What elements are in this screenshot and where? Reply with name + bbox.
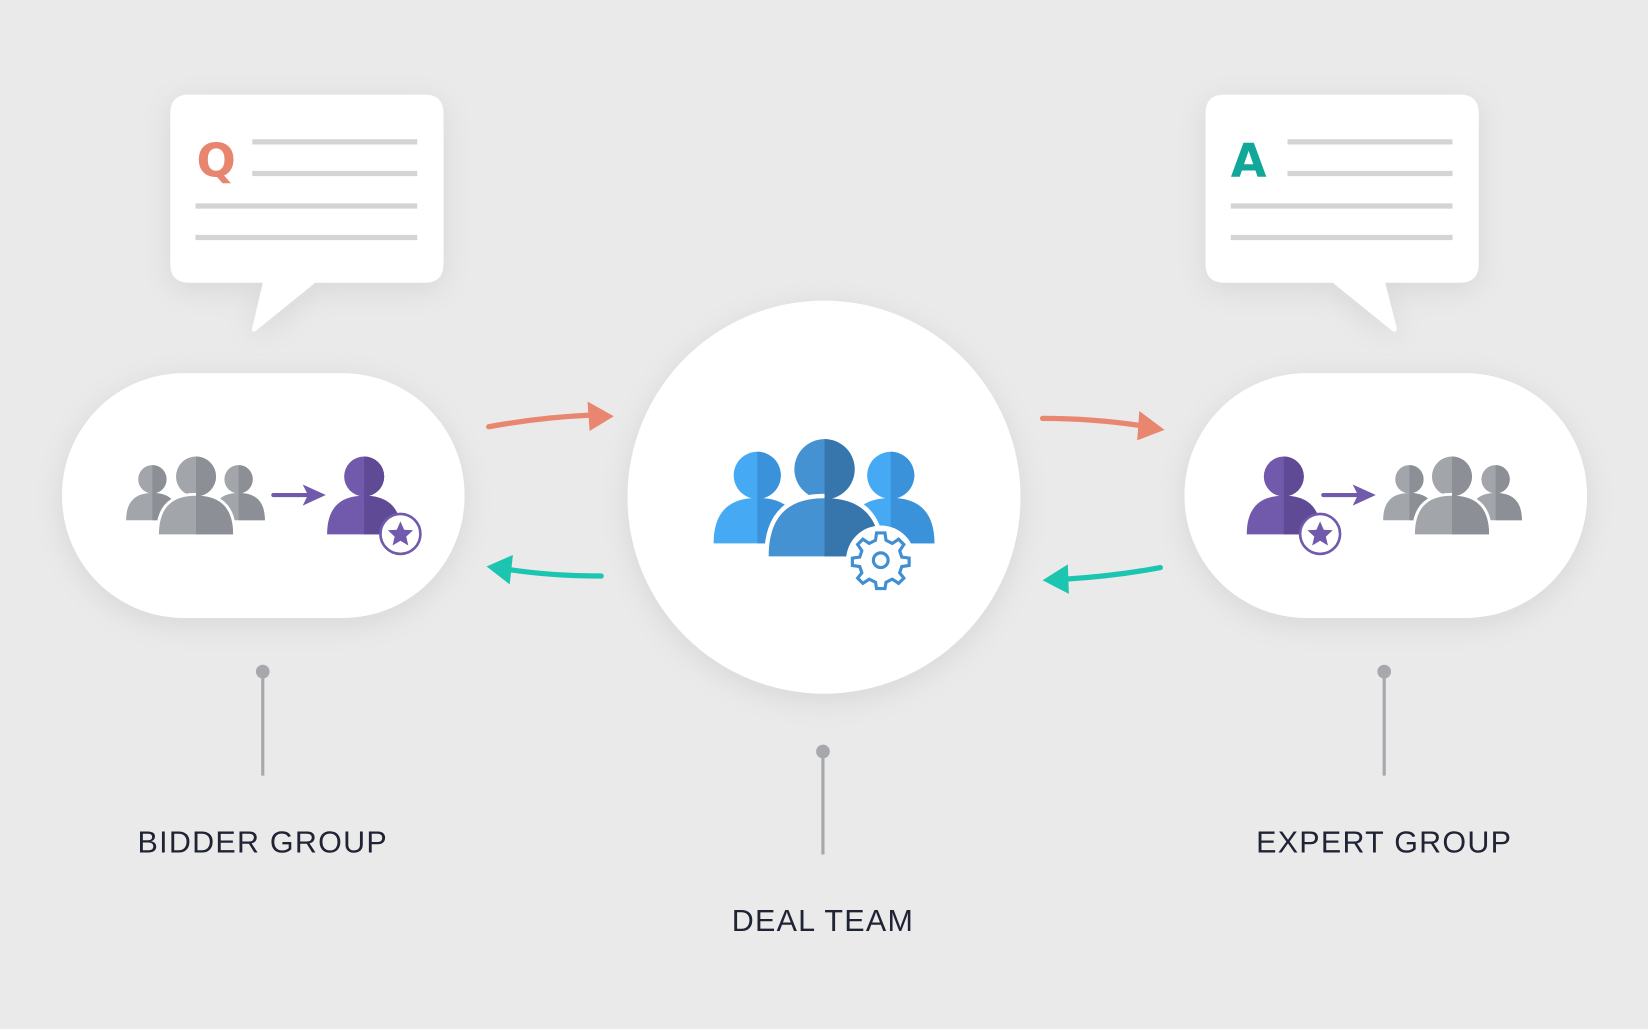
answer-letter: A — [1231, 134, 1267, 188]
arrow-expert-to-deal — [1042, 564, 1163, 594]
deal-team-label: DEAL TEAM — [732, 904, 914, 938]
bidder-group-node — [62, 373, 465, 619]
question-text-lines — [195, 139, 418, 241]
expert-group-node — [1184, 373, 1588, 619]
arrow-deal-to-expert — [1039, 410, 1165, 441]
answer-text-lines — [1230, 139, 1453, 241]
arrow-deal-to-bidder — [486, 554, 604, 585]
expert-pin — [1377, 664, 1392, 776]
bidder-pin — [255, 664, 270, 776]
expert-group-label: EXPERT GROUP — [1256, 825, 1512, 859]
arrow-bidder-to-deal — [486, 401, 614, 431]
deal-pin — [816, 744, 830, 855]
gear-icon — [846, 525, 916, 595]
question-bubble: Q — [170, 94, 444, 332]
deal-team-node — [627, 300, 1021, 694]
answer-bubble: A — [1205, 94, 1479, 332]
question-letter: Q — [197, 134, 236, 188]
bidder-group-label: BIDDER GROUP — [138, 825, 388, 859]
